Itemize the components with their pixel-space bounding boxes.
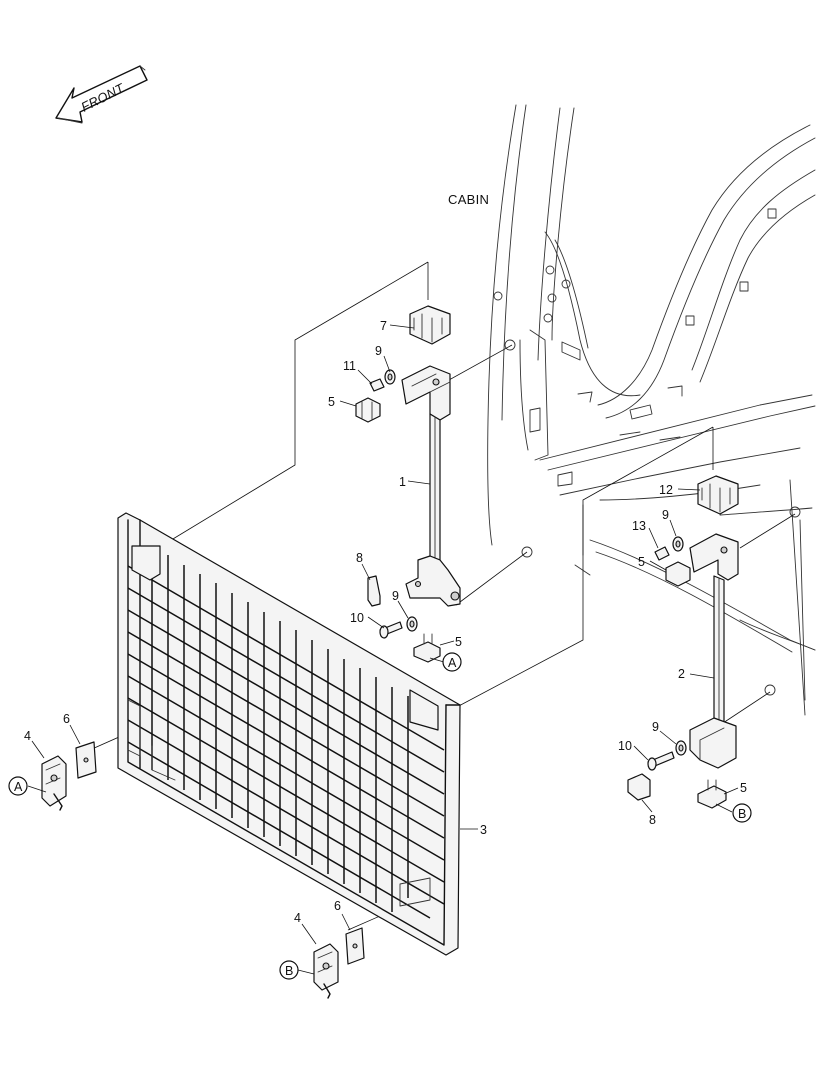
- svg-text:A: A: [14, 780, 23, 794]
- window-guard-screen: [117, 512, 461, 956]
- front-label: FRONT: [79, 80, 128, 115]
- svg-text:B: B: [285, 964, 293, 978]
- callout-9: 9: [375, 344, 382, 358]
- callout-5: 5: [328, 395, 335, 409]
- callout-2: 2: [678, 667, 685, 681]
- front-arrow: FRONT: [55, 65, 148, 124]
- ref-b-bottom: B: [279, 960, 299, 980]
- hardware-2: [627, 536, 727, 809]
- svg-text:A: A: [448, 656, 457, 670]
- callout-7: 7: [380, 319, 387, 333]
- callout-10: 10: [618, 739, 632, 753]
- callout-9: 9: [392, 589, 399, 603]
- callout-10: 10: [350, 611, 364, 625]
- callout-4: 4: [294, 911, 301, 925]
- cabin-frame: [487, 104, 816, 716]
- callout-13: 13: [632, 519, 646, 533]
- hardware-1: [355, 369, 441, 663]
- upright-bracket-1: [401, 305, 461, 607]
- callout-9: 9: [662, 508, 669, 522]
- callout-4: 4: [24, 729, 31, 743]
- callout-leaders: [27, 324, 739, 975]
- ref-b-right: B: [732, 803, 752, 823]
- callout-5: 5: [740, 781, 747, 795]
- callout-1: 1: [399, 475, 406, 489]
- callout-11: 11: [343, 359, 356, 373]
- callout-8: 8: [649, 813, 656, 827]
- latch-left: [41, 741, 97, 811]
- callout-9: 9: [652, 720, 659, 734]
- screen-wires-vertical: [151, 546, 409, 912]
- callout-5: 5: [455, 635, 462, 649]
- svg-text:B: B: [738, 807, 746, 821]
- callout-3: 3: [480, 823, 487, 837]
- screen-wires-horizontal: [127, 565, 445, 919]
- callout-numbers: 7 9 11 5 1 8 10 9 5 12 13 9 5 2 9 10 5 8…: [24, 319, 747, 925]
- upright-bracket-2: [689, 475, 739, 769]
- ref-a-lower: A: [8, 776, 28, 796]
- latch-bottom: [313, 927, 365, 999]
- reference-markers: A A B B: [8, 652, 752, 980]
- callout-8: 8: [356, 551, 363, 565]
- callout-5: 5: [638, 555, 645, 569]
- callout-6: 6: [63, 712, 70, 726]
- cabin-label: CABIN: [448, 192, 489, 207]
- callout-12: 12: [659, 483, 673, 497]
- ref-a-upper: A: [442, 652, 462, 672]
- callout-6: 6: [334, 899, 341, 913]
